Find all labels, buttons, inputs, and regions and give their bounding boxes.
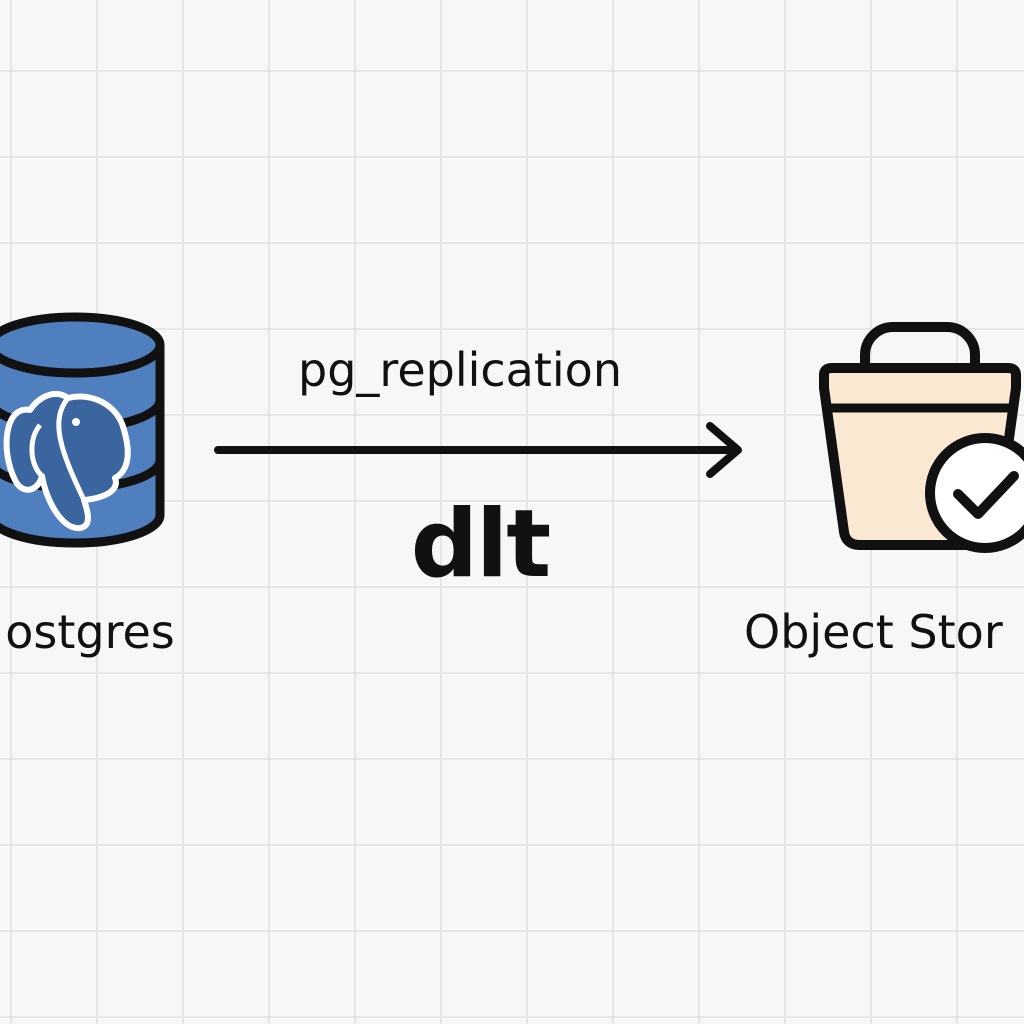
postgres-database-icon [0,300,180,555]
tool-name: dlt [410,490,551,599]
right-arrow-icon [210,418,755,482]
elephant-icon [3,390,131,531]
check-badge-icon [925,433,1024,553]
replication-method-label: pg_replication [298,343,622,397]
source-label: ostgres [5,605,175,659]
destination-label: Object Stor [744,605,1003,659]
bucket-icon [810,300,1024,565]
